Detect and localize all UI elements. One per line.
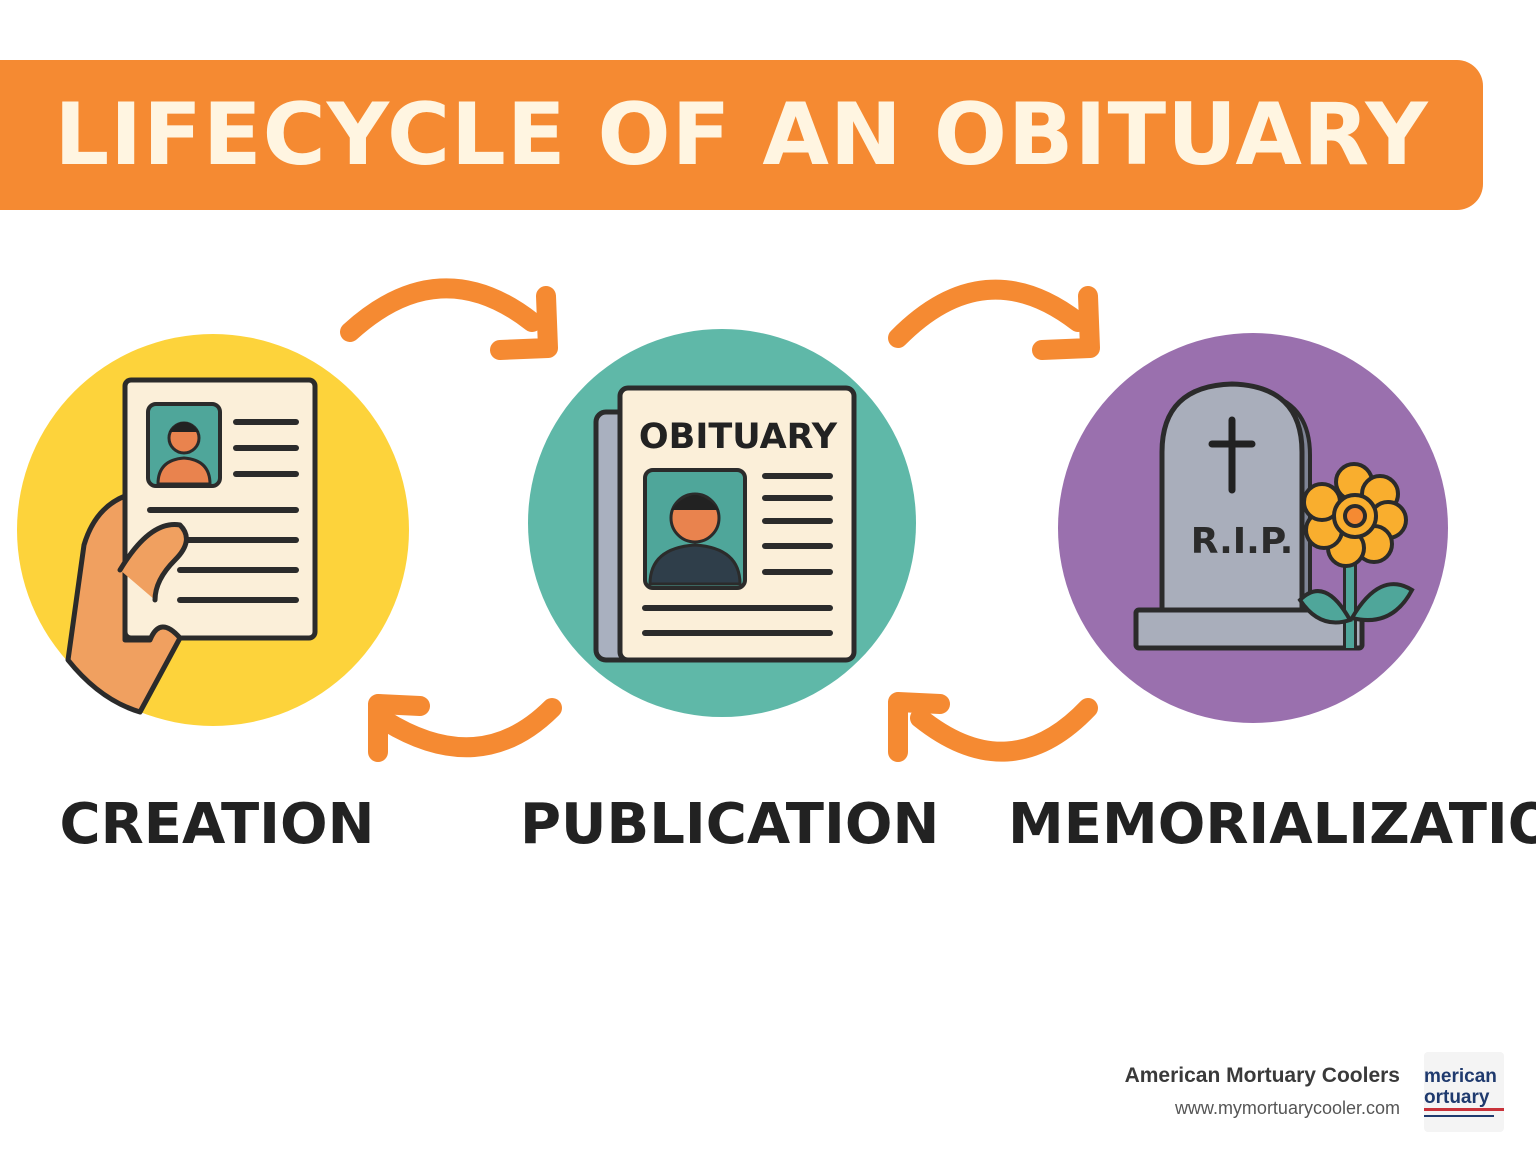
arrow-publication-to-creation (374, 698, 562, 758)
newspaper-icon: OBITUARY (593, 385, 857, 663)
logo-line-1: merican (1424, 1066, 1497, 1087)
tombstone-flower-icon: R.I.P. (1133, 381, 1415, 651)
hand-holding-document-icon (65, 377, 318, 715)
logo-line-2: ortuary (1424, 1087, 1490, 1108)
tombstone-text: R.I.P. (1191, 521, 1294, 562)
brand-logo: merican ortuary (1424, 1052, 1504, 1132)
arrow-head-icon (490, 286, 558, 360)
newspaper-heading: OBITUARY (639, 417, 838, 457)
stage-label-memorialization: MEMORIALIZATION (1008, 792, 1536, 857)
arrow-memorialization-to-publication (910, 698, 1098, 762)
arrow-creation-to-publication (340, 278, 542, 342)
brand-name: American Mortuary Coolers (1124, 1064, 1400, 1087)
stage-label-creation: CREATION (59, 792, 375, 857)
arrow-head-icon (888, 692, 950, 762)
page-title: LIFECYCLE OF AN OBITUARY (54, 85, 1429, 185)
brand-url[interactable]: www.mymortuarycooler.com (1174, 1098, 1400, 1118)
title-banner: LIFECYCLE OF AN OBITUARY (0, 60, 1483, 210)
arrow-head-icon (368, 694, 430, 762)
arrow-publication-to-memorialization (888, 279, 1088, 348)
arrow-head-icon (1032, 286, 1100, 360)
stage-label-publication: PUBLICATION (520, 792, 940, 857)
